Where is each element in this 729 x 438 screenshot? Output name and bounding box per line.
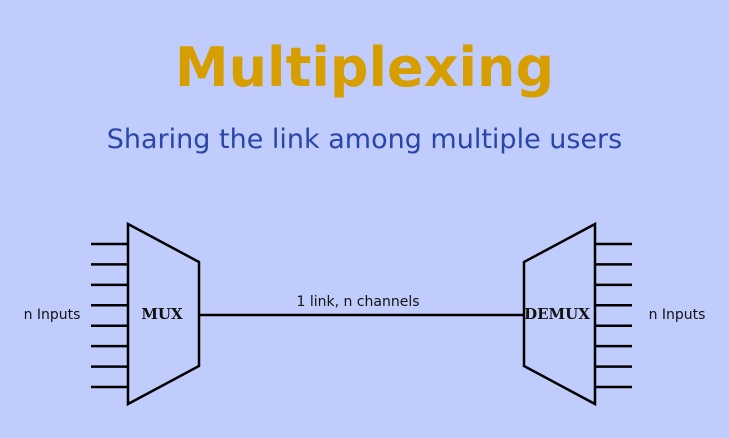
left-inputs-label: n Inputs: [24, 307, 81, 323]
link-label: 1 link, n channels: [296, 294, 419, 310]
page-subtitle: Sharing the link among multiple users: [106, 124, 623, 155]
mux-block: [126, 221, 201, 407]
page-title: Multiplexing: [174, 36, 555, 99]
demux-label: DEMUX: [524, 305, 590, 323]
demux-output-lines: [595, 242, 632, 389]
right-inputs-label: n Inputs: [649, 307, 706, 323]
mux-label: MUX: [141, 305, 183, 323]
mux-input-lines: [91, 242, 128, 389]
demux-block: [522, 221, 597, 407]
